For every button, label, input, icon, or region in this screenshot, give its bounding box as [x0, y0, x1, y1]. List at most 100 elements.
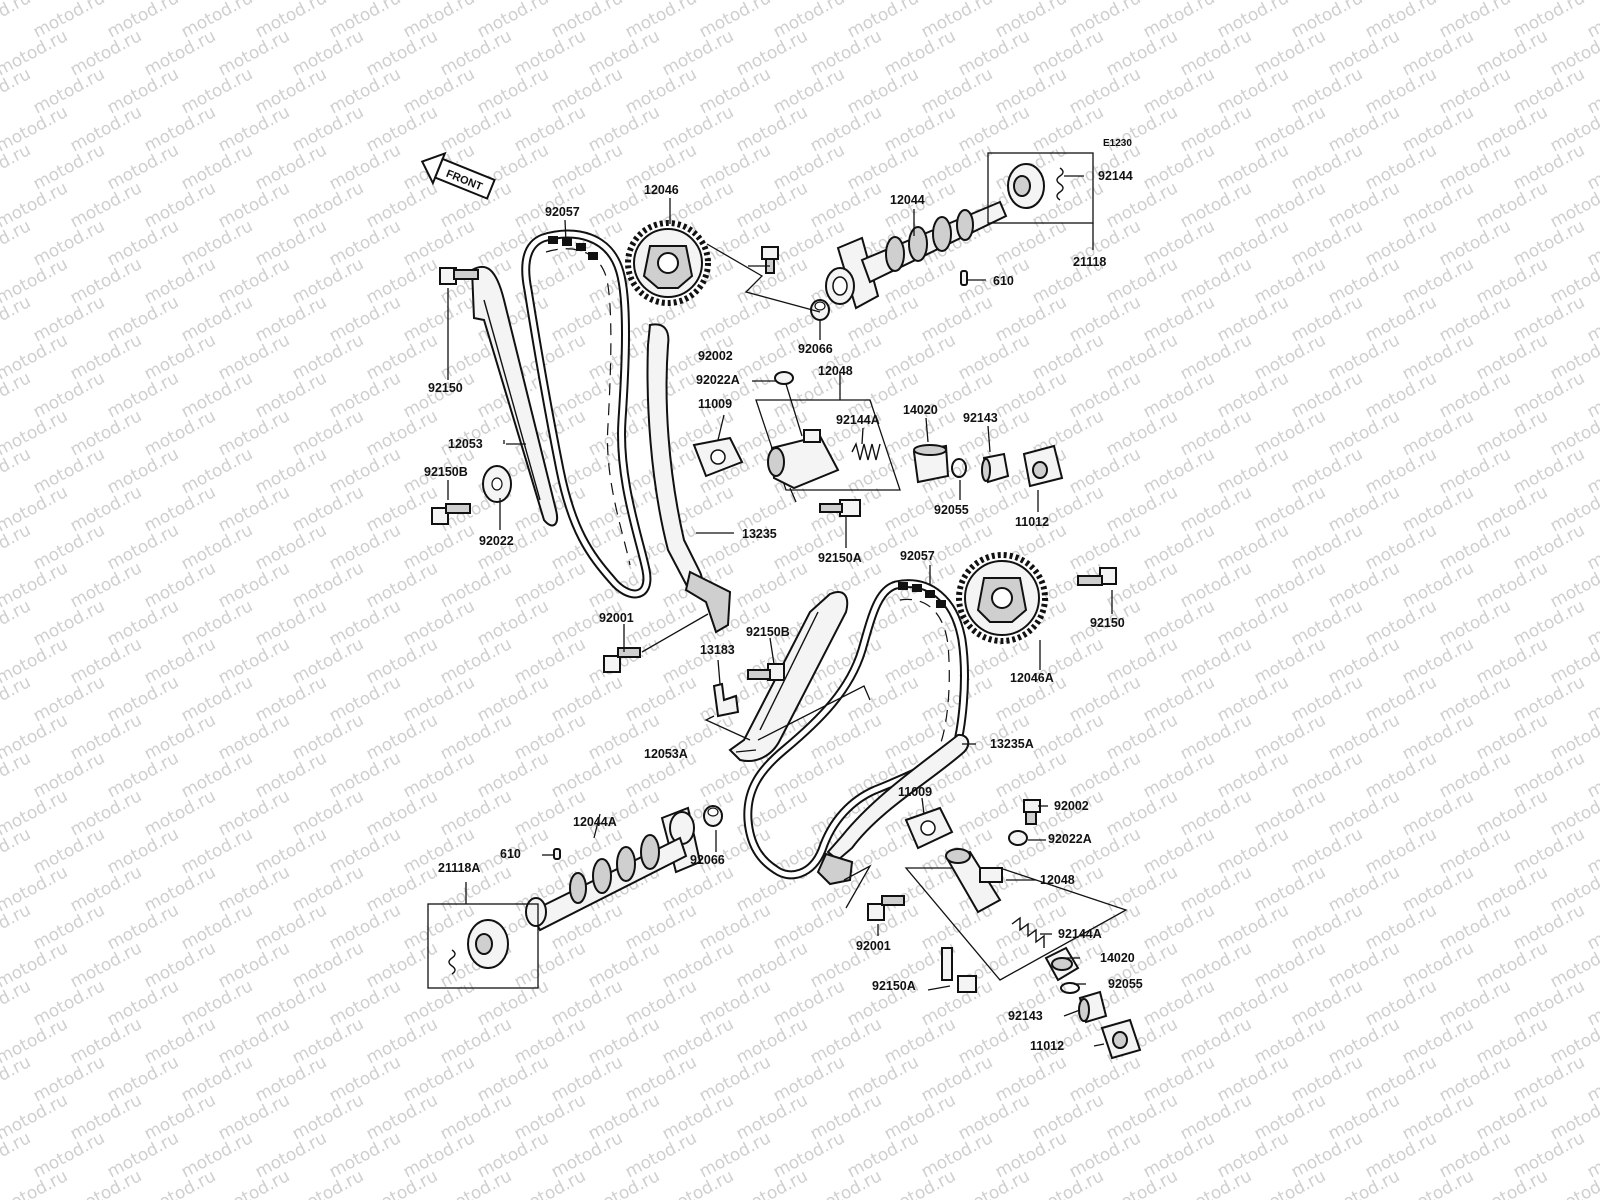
watermark-text: motod.ru — [1251, 102, 1329, 156]
watermark-text: motod.ru — [1251, 938, 1329, 992]
watermark-text: motod.ru — [1362, 596, 1440, 650]
watermark-text: motod.ru — [1473, 1090, 1551, 1144]
label-12053: 12053 — [448, 437, 483, 451]
watermark-text: motod.ru — [178, 1128, 256, 1182]
watermark-text: motod.ru — [1399, 330, 1477, 384]
watermark-text: motod.ru — [1103, 634, 1181, 688]
watermark-text: motod.ru — [992, 64, 1070, 118]
washer-92143 — [981, 452, 1010, 484]
watermark-text: motod.ru — [1140, 444, 1218, 498]
watermark-text: motod.ru — [400, 368, 478, 422]
watermark-text: motod.ru — [252, 596, 330, 650]
watermark-text: motod.ru — [289, 178, 367, 232]
watermark-text: motod.ru — [326, 900, 404, 954]
watermark-text: motod.ru — [1214, 520, 1292, 574]
watermark-text: motod.ru — [770, 64, 848, 118]
watermark-text: motod.ru — [1177, 482, 1255, 536]
watermark-text: motod.ru — [400, 292, 478, 346]
watermark-text: motod.ru — [1140, 900, 1218, 954]
label-92066-lower: 92066 — [690, 853, 725, 867]
watermark-text: motod.ru — [1510, 976, 1588, 1030]
watermark-text: motod.ru — [326, 976, 404, 1030]
watermark-text: motod.ru — [955, 1166, 1033, 1200]
label-610-lower: 610 — [500, 847, 521, 861]
watermark-text: motod.ru — [104, 672, 182, 726]
watermark-text: motod.ru — [437, 786, 515, 840]
label-12046A: 12046A — [1010, 671, 1054, 685]
watermark-text: motod.ru — [1473, 178, 1551, 232]
watermark-text: motod.ru — [289, 1014, 367, 1068]
label-92143-upper: 92143 — [963, 411, 998, 425]
watermark-text: motod.ru — [807, 26, 885, 80]
watermark-text: motod.ru — [363, 634, 441, 688]
lower-cam-chain — [743, 579, 969, 880]
watermark-text: motod.ru — [30, 216, 108, 270]
label-92144A-upper: 92144A — [836, 413, 880, 427]
watermark-text: motod.ru — [252, 64, 330, 118]
label-21118: 21118 — [1073, 255, 1106, 269]
watermark-text: motod.ru — [363, 482, 441, 536]
watermark-text: motod.ru — [67, 1014, 145, 1068]
watermark-text: motod.ru — [67, 1166, 145, 1200]
pin-610-lower — [553, 848, 561, 860]
watermark-text: motod.ru — [1436, 672, 1514, 726]
watermark-text: motod.ru — [1362, 140, 1440, 194]
watermark-text: motod.ru — [1362, 824, 1440, 878]
watermark-text: motod.ru — [252, 824, 330, 878]
label-92055-upper: 92055 — [934, 503, 969, 517]
watermark-text: motod.ru — [733, 938, 811, 992]
watermark-text: motod.ru — [1510, 444, 1588, 498]
watermark-text: motod.ru — [733, 1090, 811, 1144]
watermark-text: motod.ru — [1362, 64, 1440, 118]
watermark-text: motod.ru — [400, 1128, 478, 1182]
watermark-text: motod.ru — [67, 482, 145, 536]
watermark-text: motod.ru — [881, 862, 959, 916]
watermark-text: motod.ru — [30, 596, 108, 650]
watermark-text: motod.ru — [1473, 330, 1551, 384]
watermark-text: motod.ru — [1288, 1128, 1366, 1182]
watermark-text: motod.ru — [252, 672, 330, 726]
watermark-text: motod.ru — [1473, 786, 1551, 840]
watermark-text: motod.ru — [1251, 558, 1329, 612]
watermark-text: motod.ru — [363, 406, 441, 460]
watermark-text: motod.ru — [733, 330, 811, 384]
watermark-text: motod.ru — [807, 102, 885, 156]
watermark-text: motod.ru — [1251, 26, 1329, 80]
watermark-text: motod.ru — [215, 1090, 293, 1144]
watermark-text: motod.ru — [326, 444, 404, 498]
watermark-text: motod.ru — [1436, 368, 1514, 422]
watermark-text: motod.ru — [1214, 748, 1292, 802]
watermark-text: motod.ru — [67, 634, 145, 688]
watermark-text: motod.ru — [1177, 330, 1255, 384]
watermark-text: motod.ru — [1288, 368, 1366, 422]
watermark-text: motod.ru — [1362, 976, 1440, 1030]
watermark-text: motod.ru — [844, 596, 922, 650]
watermark-text: motod.ru — [363, 862, 441, 916]
watermark-text: motod.ru — [881, 1090, 959, 1144]
watermark-text: motod.ru — [400, 64, 478, 118]
label-92022A-lower: 92022A — [1048, 832, 1092, 846]
watermark-text: motod.ru — [696, 1052, 774, 1106]
watermark-text: motod.ru — [1288, 1052, 1366, 1106]
watermark-text: motod.ru — [104, 900, 182, 954]
watermark-text: motod.ru — [1288, 672, 1366, 726]
watermark-text: motod.ru — [1029, 26, 1107, 80]
watermark-text: motod.ru — [1177, 634, 1255, 688]
watermark-text: motod.ru — [1473, 862, 1551, 916]
watermark-text: motod.ru — [215, 178, 293, 232]
watermark-text: motod.ru — [474, 64, 552, 118]
watermark-text: motod.ru — [215, 482, 293, 536]
watermark-text: motod.ru — [1473, 634, 1551, 688]
watermark-text: motod.ru — [289, 786, 367, 840]
watermark-text: motod.ru — [141, 862, 219, 916]
watermark-text: motod.ru — [770, 1128, 848, 1182]
watermark-text: motod.ru — [363, 178, 441, 232]
watermark-text: motod.ru — [511, 1090, 589, 1144]
watermark-text: motod.ru — [1473, 26, 1551, 80]
watermark-text: motod.ru — [622, 1128, 700, 1182]
watermark-text: motod.ru — [807, 1014, 885, 1068]
watermark-text: motod.ru — [770, 976, 848, 1030]
label-92150-upper: 92150 — [428, 381, 463, 395]
watermark-text: motod.ru — [844, 520, 922, 574]
watermark-text: motod.ru — [1251, 710, 1329, 764]
